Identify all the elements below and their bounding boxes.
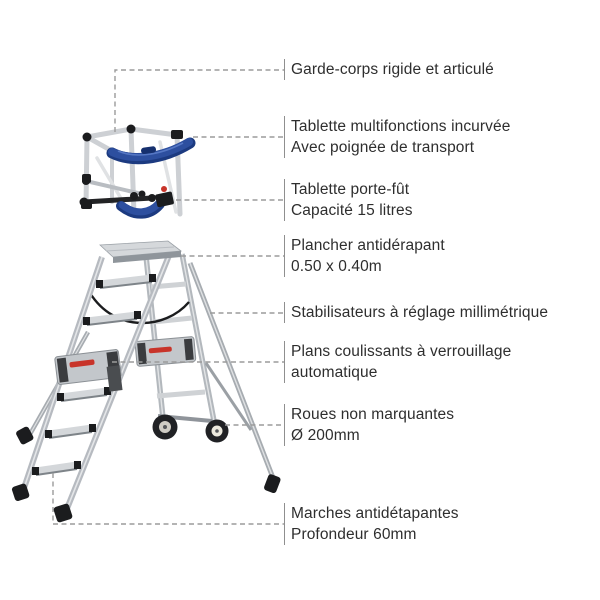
label-text: Avec poignée de transport (291, 139, 475, 156)
stabilizer-right (187, 262, 281, 494)
label-text: Ø 200mm (291, 427, 360, 444)
callout-line-guardrail (114, 69, 285, 132)
rear-sliding-lock (134, 336, 197, 367)
label-platform: Plancher antidérapant 0.50 x 0.40m (284, 235, 596, 277)
step-4 (45, 424, 96, 439)
label-text: Stabilisateurs à réglage millimétrique (291, 304, 549, 321)
front-plan (11, 251, 173, 523)
label-text: Tablette porte-fût (291, 181, 410, 198)
red-latch (161, 186, 167, 192)
label-text: 0.50 x 0.40m (291, 258, 382, 275)
front-steps (32, 274, 156, 476)
label-text: Profondeur 60mm (291, 526, 417, 543)
lock-plate (106, 365, 123, 392)
label-text: Capacité 15 litres (291, 202, 413, 219)
step-1 (96, 274, 156, 289)
label-text: Plancher antidérapant (291, 237, 445, 254)
label-multifunction-tray: Tablette multifonctions incurvée Avec po… (284, 116, 596, 158)
wheel-right (205, 419, 229, 443)
callout-line-steps (52, 473, 285, 525)
label-steps: Marches antidétapantes Profondeur 60mm (284, 503, 596, 545)
label-wheels: Roues non marquantes Ø 200mm (284, 404, 596, 446)
multifunction-tray (106, 137, 196, 165)
callout-lines (52, 69, 285, 525)
label-text: Marches antidétapantes (291, 505, 459, 522)
tray-clamp (155, 191, 174, 208)
label-guardrail: Garde-corps rigide et articulé (284, 59, 596, 80)
articulated-arm (79, 177, 156, 207)
drum-tray (116, 191, 174, 219)
label-text: Tablette multifonctions incurvée (291, 118, 511, 135)
label-drum-tray: Tablette porte-fût Capacité 15 litres (284, 179, 596, 221)
platform (99, 240, 183, 263)
step-3 (57, 387, 111, 402)
cage-joints (81, 124, 183, 209)
label-stabilizers: Stabilisateurs à réglage millimétrique (284, 302, 596, 323)
label-text: Roues non marquantes (291, 406, 455, 423)
step-5 (32, 461, 81, 476)
step-2 (83, 311, 141, 326)
transport-handle (141, 146, 157, 155)
wheel-left (152, 414, 178, 440)
label-text: Plans coulissants à verrouillage (291, 343, 512, 360)
label-sliding-plans: Plans coulissants à verrouillage automat… (284, 341, 596, 383)
label-text: Garde-corps rigide et articulé (291, 61, 494, 78)
rear-plan (134, 253, 229, 443)
front-feet (11, 483, 73, 523)
label-text: automatique (291, 364, 378, 381)
